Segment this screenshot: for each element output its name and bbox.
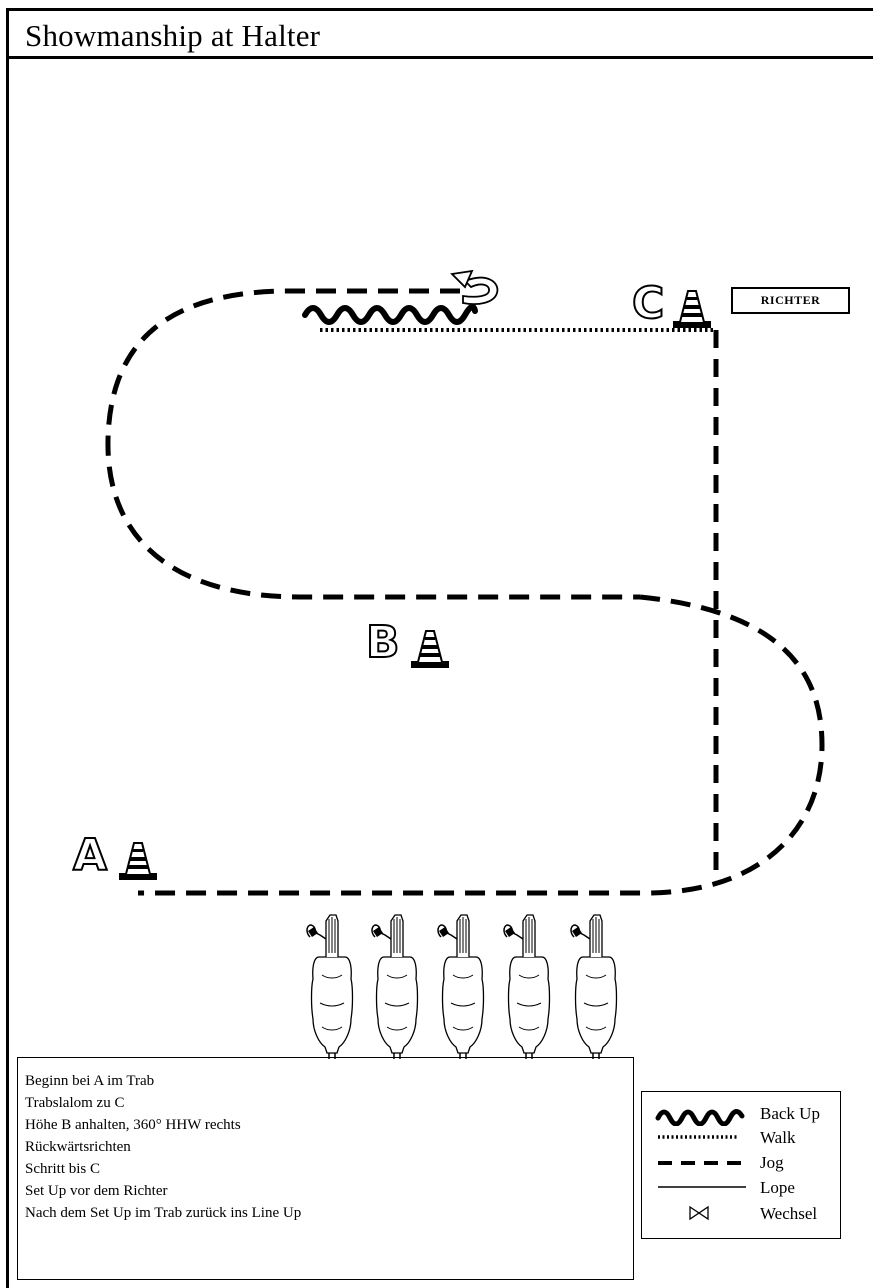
legend-label: Lope <box>760 1178 795 1197</box>
legend-item-walk: Walk <box>642 1126 842 1150</box>
legend-label: Back Up <box>760 1104 820 1123</box>
solid-line-icon <box>658 1186 746 1188</box>
dotted-line-icon <box>658 1135 738 1139</box>
jog-path-lower-loop <box>138 594 825 896</box>
instruction-line: Rückwärtsrichten <box>25 1139 131 1155</box>
legend: Back Up Walk Jog Lope Wechsel <box>641 1091 841 1239</box>
legend-item-jog: Jog <box>642 1151 842 1175</box>
dashed-line-icon <box>658 1161 746 1165</box>
legend-item-lope: Lope <box>642 1176 842 1200</box>
page-title: Showmanship at Halter <box>25 18 321 53</box>
cone-a-icon <box>119 842 157 880</box>
horse-5-icon <box>570 914 618 1060</box>
legend-label: Jog <box>760 1153 784 1172</box>
bowtie-icon <box>689 1205 709 1221</box>
marker-a-label: A <box>72 830 108 881</box>
horse-3-icon <box>437 914 485 1060</box>
instruction-line: Trabslalom zu C <box>25 1095 125 1111</box>
horse-4-icon <box>503 914 551 1060</box>
horse-2-icon <box>371 914 419 1060</box>
marker-b-label: B <box>365 617 401 668</box>
instruction-line: Beginn bei A im Trab <box>25 1073 155 1089</box>
instruction-line: Schritt bis C <box>25 1161 101 1177</box>
cone-b-icon <box>411 630 449 668</box>
wavy-line-icon <box>655 1109 745 1126</box>
legend-label: Walk <box>760 1128 796 1147</box>
cone-c-icon <box>673 290 711 328</box>
legend-item-wechsel: Wechsel <box>642 1202 842 1226</box>
page-frame <box>6 8 873 1288</box>
title-bar: Showmanship at Halter <box>9 11 873 59</box>
instruction-line: Höhe B anhalten, 360° HHW rechts <box>25 1117 241 1133</box>
judge-label: RICHTER <box>760 293 821 307</box>
backup-path <box>302 303 478 325</box>
instructions-box: Beginn bei A im Trab Trabslalom zu C Höh… <box>17 1057 634 1280</box>
marker-c-label: C <box>631 278 665 329</box>
legend-label: Wechsel <box>760 1204 818 1223</box>
turn-arrow-icon <box>450 269 499 306</box>
horse-1-icon <box>306 914 354 1060</box>
jog-path-upper-loop <box>105 288 640 600</box>
instruction-line: Nach dem Set Up im Trab zurück ins Line … <box>25 1205 302 1221</box>
instruction-line: Set Up vor dem Richter <box>25 1183 168 1199</box>
legend-item-back-up: Back Up <box>642 1102 842 1126</box>
judge-box: RICHTER <box>731 287 850 314</box>
